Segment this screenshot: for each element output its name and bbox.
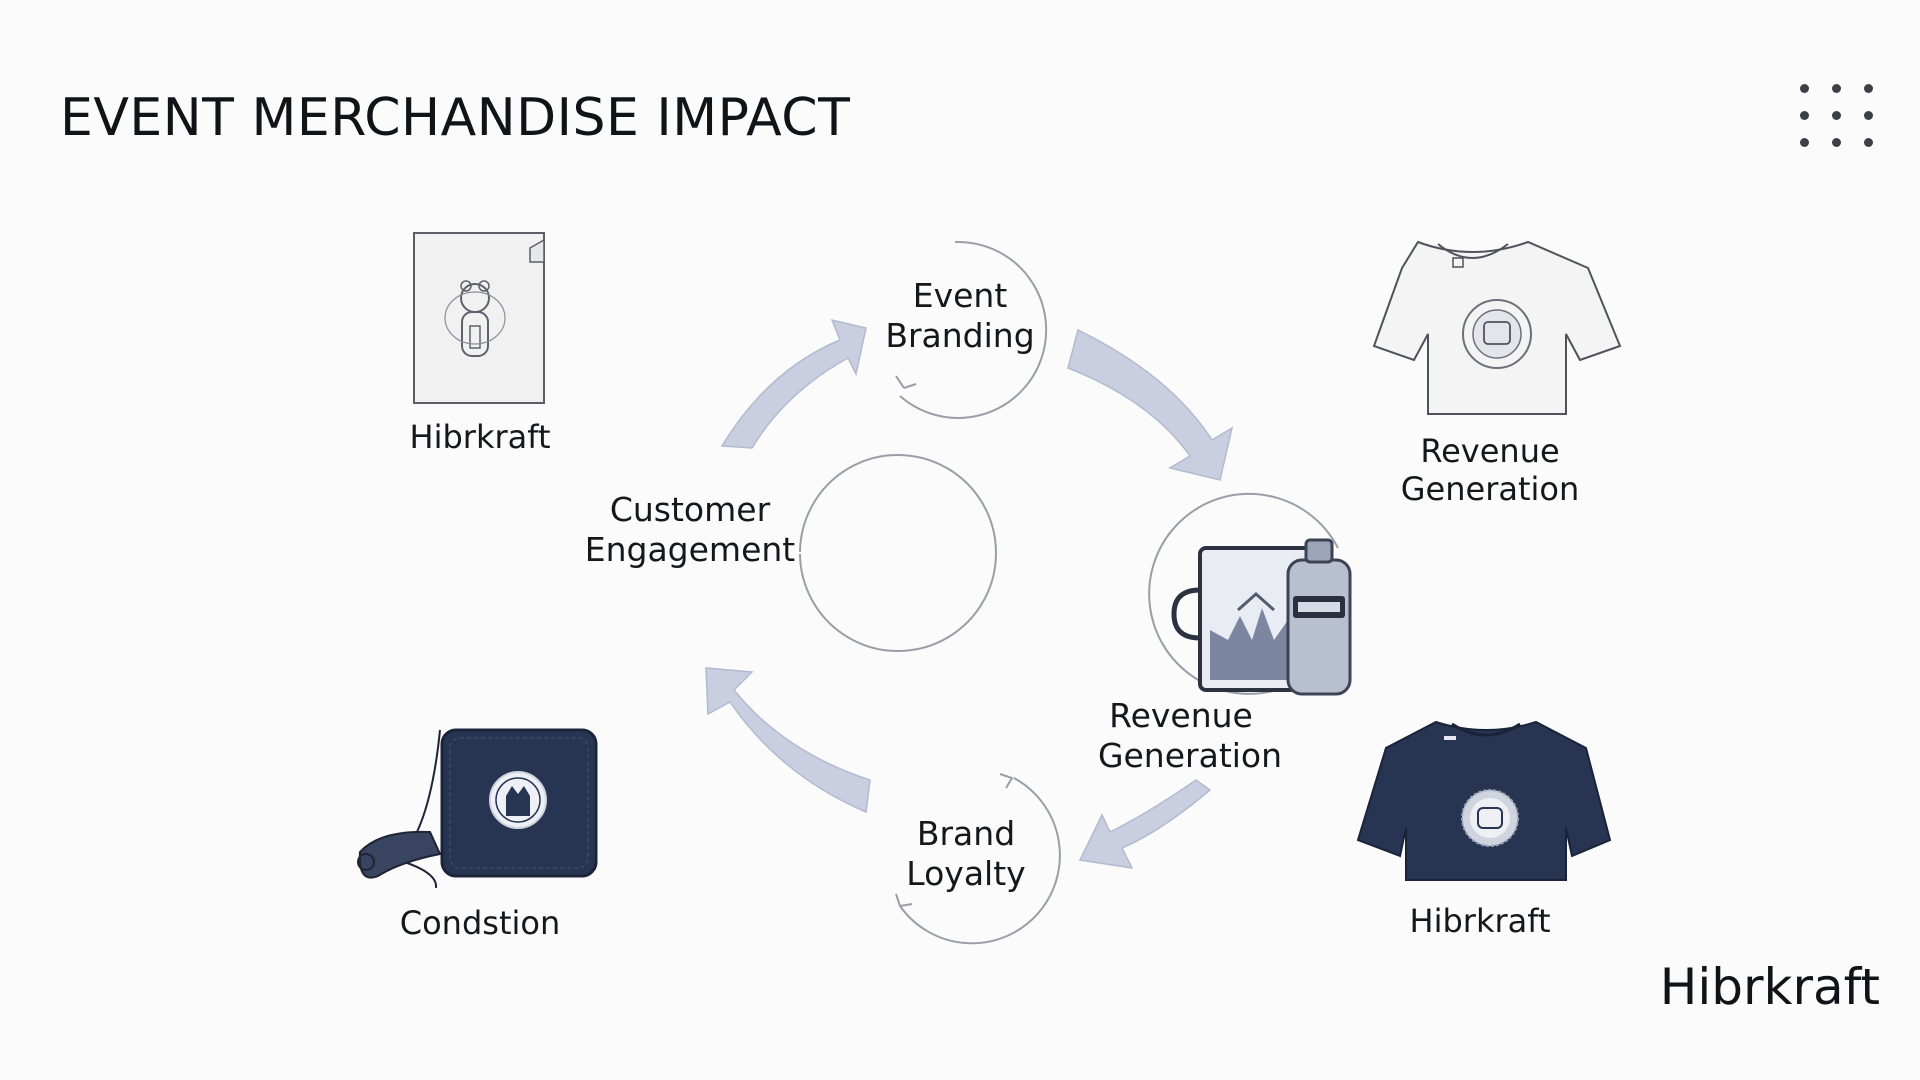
- white-tshirt-icon: [1372, 240, 1622, 415]
- node-label-brand-loyalty: Brand Loyalty: [906, 814, 1026, 893]
- arrow-engagement-to-branding: [720, 318, 867, 449]
- arrow-branding-to-revenue: [1067, 328, 1234, 481]
- arrow-loyalty-to-engagement: [705, 667, 871, 814]
- navy-pouch-icon: [357, 728, 598, 889]
- node-label-event-branding: Event Branding: [885, 276, 1035, 355]
- node-label-revenue: Revenue Generation: [1097, 696, 1283, 775]
- caption-navy-tshirt: Hibrkraft: [1409, 902, 1551, 940]
- node-circle-engagement: [799, 454, 997, 652]
- navy-tshirt-icon: [1356, 720, 1612, 881]
- caption-tote: Hibrkraft: [409, 418, 551, 456]
- dots-grid-icon[interactable]: [1800, 84, 1876, 148]
- cycle-arrows: [705, 318, 1234, 869]
- arrow-revenue-to-loyalty: [1078, 779, 1212, 869]
- mug-bottle-icon: [1171, 538, 1352, 696]
- brand-wordmark: Hibrkraft: [1659, 958, 1880, 1016]
- caption-pouch: Condstion: [399, 904, 561, 942]
- node-circle-loyalty: [899, 777, 1061, 945]
- caption-white-tshirt: Revenue Generation: [1400, 432, 1580, 508]
- node-label-customer-engagement: Customer Engagement: [584, 490, 796, 569]
- page-title: EVENT MERCHANDISE IMPACT: [60, 88, 851, 148]
- node-circle-event-branding: [899, 240, 1048, 419]
- tote-bag-icon: [413, 232, 545, 404]
